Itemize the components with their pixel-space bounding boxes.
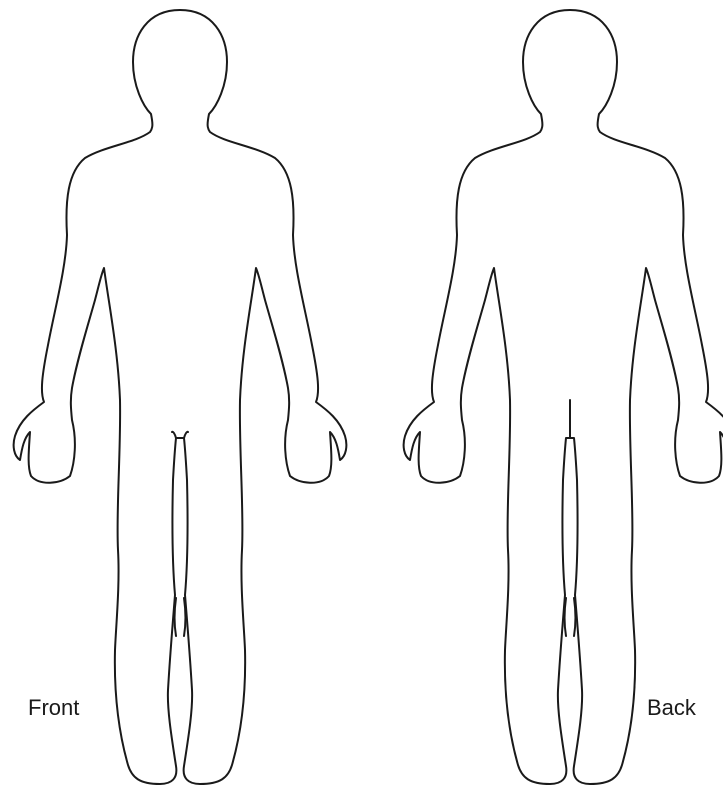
- back-figure: [404, 10, 723, 784]
- back-label: Back: [647, 697, 696, 719]
- front-label: Front: [28, 697, 79, 719]
- front-figure: [14, 10, 347, 784]
